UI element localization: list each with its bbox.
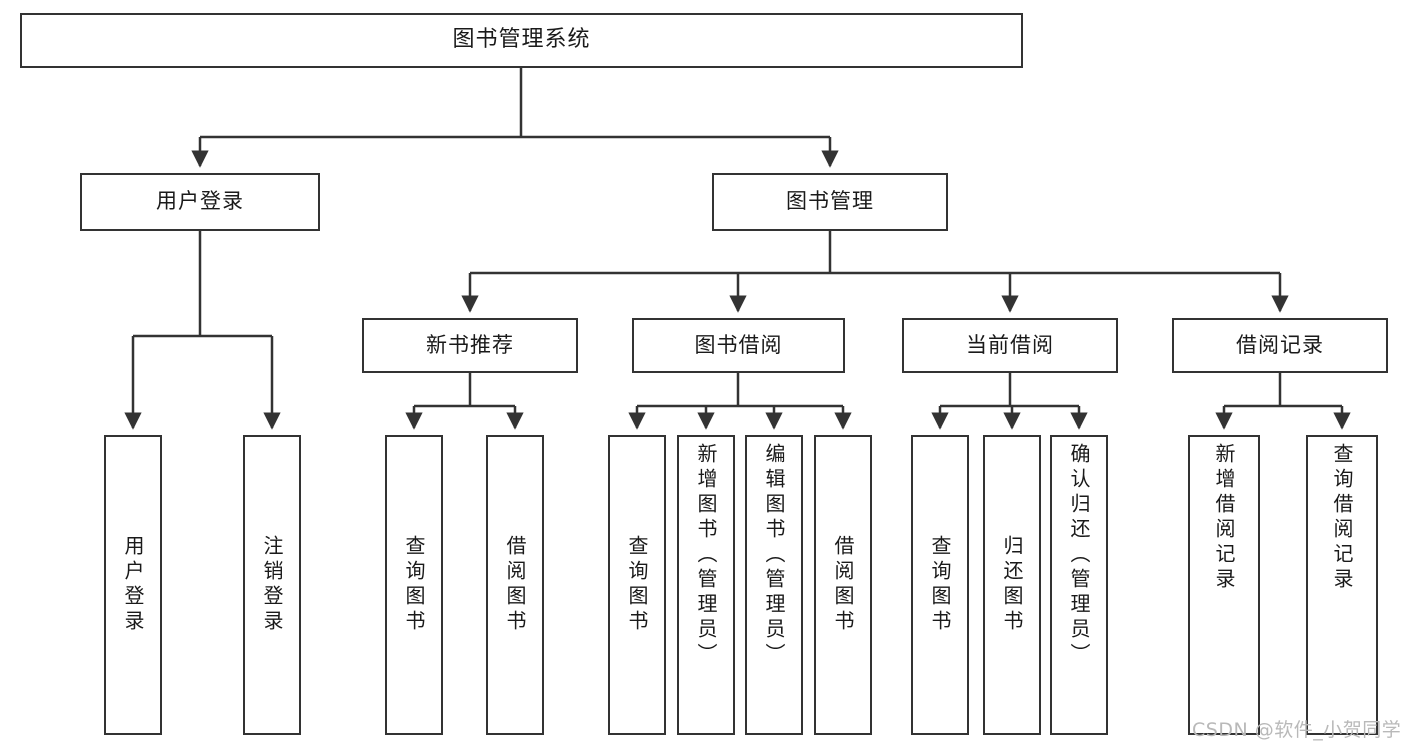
node-leaf-confirm-return-admin[interactable]: 确认归还（管理员） bbox=[1050, 435, 1108, 735]
node-book-management[interactable]: 图书管理 bbox=[712, 173, 948, 231]
leaf-label: 查询图书 bbox=[402, 535, 426, 635]
leaf-label: 确认归还（管理员） bbox=[1067, 443, 1091, 668]
node-leaf-add-borrow-record[interactable]: 新增借阅记录 bbox=[1188, 435, 1260, 735]
node-book-borrowing[interactable]: 图书借阅 bbox=[632, 318, 845, 373]
leaf-label: 查询借阅记录 bbox=[1330, 443, 1354, 593]
leaf-label: 注销登录 bbox=[260, 535, 284, 635]
leaf-label: 借阅图书 bbox=[503, 535, 527, 635]
leaf-label: 新增图书（管理员） bbox=[694, 443, 718, 668]
node-leaf-borrow-book-recommend[interactable]: 借阅图书 bbox=[486, 435, 544, 735]
node-user-login[interactable]: 用户登录 bbox=[80, 173, 320, 231]
csdn-watermark: CSDN @软件_小贺同学 bbox=[1192, 719, 1402, 741]
leaf-label: 查询图书 bbox=[625, 535, 649, 635]
node-leaf-query-book-current[interactable]: 查询图书 bbox=[911, 435, 969, 735]
leaf-label: 用户登录 bbox=[121, 535, 145, 635]
node-leaf-query-book-borrow[interactable]: 查询图书 bbox=[608, 435, 666, 735]
node-current-borrowing[interactable]: 当前借阅 bbox=[902, 318, 1118, 373]
leaf-label: 查询图书 bbox=[928, 535, 952, 635]
node-leaf-edit-book-admin[interactable]: 编辑图书（管理员） bbox=[745, 435, 803, 735]
node-leaf-query-book-recommend[interactable]: 查询图书 bbox=[385, 435, 443, 735]
node-new-book-recommendation[interactable]: 新书推荐 bbox=[362, 318, 578, 373]
node-leaf-logout[interactable]: 注销登录 bbox=[243, 435, 301, 735]
node-leaf-user-login[interactable]: 用户登录 bbox=[104, 435, 162, 735]
node-leaf-borrow-book[interactable]: 借阅图书 bbox=[814, 435, 872, 735]
node-leaf-return-book[interactable]: 归还图书 bbox=[983, 435, 1041, 735]
node-leaf-add-book-admin[interactable]: 新增图书（管理员） bbox=[677, 435, 735, 735]
leaf-label: 归还图书 bbox=[1000, 535, 1024, 635]
node-borrow-records[interactable]: 借阅记录 bbox=[1172, 318, 1388, 373]
node-leaf-query-borrow-record[interactable]: 查询借阅记录 bbox=[1306, 435, 1378, 735]
leaf-label: 编辑图书（管理员） bbox=[762, 443, 786, 668]
node-root-book-management-system[interactable]: 图书管理系统 bbox=[20, 13, 1023, 68]
leaf-label: 借阅图书 bbox=[831, 535, 855, 635]
leaf-label: 新增借阅记录 bbox=[1212, 443, 1236, 593]
